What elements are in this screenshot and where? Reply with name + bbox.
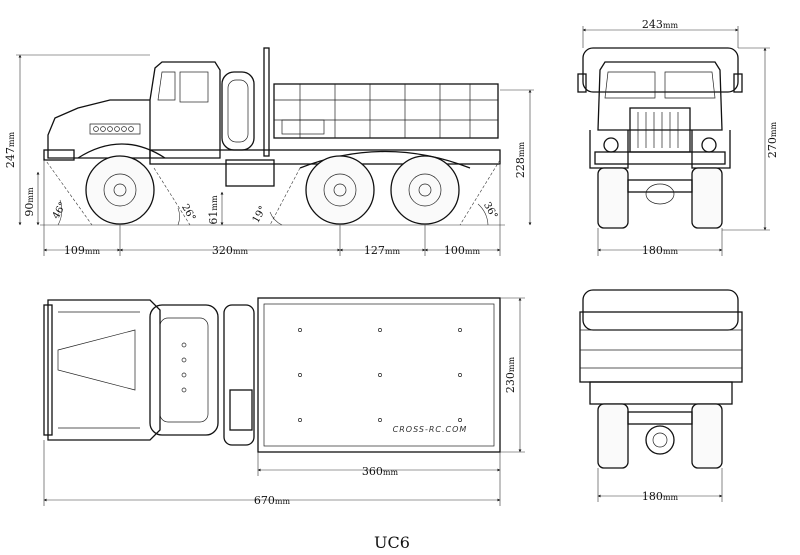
front-headlight-right <box>701 137 717 153</box>
side-front-bumper <box>43 149 75 161</box>
side-front-fender <box>77 143 166 159</box>
top-front-bumper <box>43 304 53 436</box>
dim-247-label: 247mm <box>4 132 17 169</box>
dim-100-label: 100mm <box>444 244 481 257</box>
rear-wheel-right <box>691 403 723 469</box>
front-headlight-left <box>603 137 619 153</box>
rear-bed-gate <box>579 311 743 383</box>
side-rear-wheel <box>390 155 460 225</box>
rear-chassis <box>589 381 733 405</box>
top-bed-bolts <box>298 328 462 422</box>
dim-228-label: 228mm <box>514 142 527 179</box>
dim-270-label: 270mm <box>766 122 779 159</box>
front-axle <box>627 179 693 193</box>
dim-320-label: 320mm <box>212 244 249 257</box>
dim-front-180-label: 180mm <box>642 244 679 257</box>
angle-19-label: 19° <box>251 204 269 225</box>
front-canopy <box>582 47 739 93</box>
side-fuel-tank <box>225 159 275 187</box>
dim-109-label: 109mm <box>64 244 101 257</box>
front-view: 243mm 270mm 180mm <box>577 18 779 257</box>
angle-46-label: 46° <box>51 200 69 221</box>
side-hood <box>47 99 150 159</box>
front-wheel-left <box>597 167 629 229</box>
side-exhaust-stack <box>263 47 270 157</box>
rear-axle <box>627 411 693 425</box>
brand-watermark: CROSS-RC.COM <box>393 425 468 434</box>
front-mirror-left <box>577 73 587 93</box>
front-wheel-right <box>691 167 723 229</box>
rear-differential <box>645 425 675 455</box>
side-view: 247mm 90mm 228mm 61mm 46° 26° 19° 36° 10… <box>4 47 534 257</box>
side-front-wheel <box>85 155 155 225</box>
rear-wheel-left <box>597 403 629 469</box>
side-cab <box>149 61 221 159</box>
side-hood-vents <box>93 126 134 132</box>
dim-127-label: 127mm <box>364 244 401 257</box>
side-mid-wheel <box>305 155 375 225</box>
dim-90-label: 90mm <box>23 187 36 217</box>
side-rear-fender <box>299 150 471 169</box>
top-view: CROSS-RC.COM 230mm 360mm 670mm <box>43 297 525 507</box>
dim-360-label: 360mm <box>362 465 399 478</box>
front-mirror-right <box>733 73 743 93</box>
side-spare-tire <box>221 71 255 151</box>
dim-230-label: 230mm <box>504 357 517 394</box>
dim-rear-180-label: 180mm <box>642 490 679 503</box>
rear-canopy <box>582 289 739 331</box>
side-bed-slats <box>299 84 471 138</box>
side-windshield <box>157 71 176 101</box>
top-hood <box>47 299 161 441</box>
rear-view: 180mm <box>579 289 743 503</box>
top-spare-tire <box>223 304 255 446</box>
top-cargo-bed <box>257 297 501 453</box>
dim-61-label: 61mm <box>207 195 220 225</box>
front-grille-bars <box>637 112 679 148</box>
top-cab-roof <box>149 304 219 436</box>
dim-243-label: 243mm <box>642 18 679 31</box>
angle-26-label: 26° <box>179 202 197 223</box>
side-cab-window <box>179 71 209 103</box>
top-fuel-tank <box>229 389 253 431</box>
front-cab <box>597 61 723 131</box>
model-title: UC6 <box>374 533 410 552</box>
side-cargo-bed <box>273 83 499 139</box>
dim-670-label: 670mm <box>254 494 291 507</box>
front-bumper <box>594 151 726 165</box>
top-cab-dots <box>181 342 187 393</box>
